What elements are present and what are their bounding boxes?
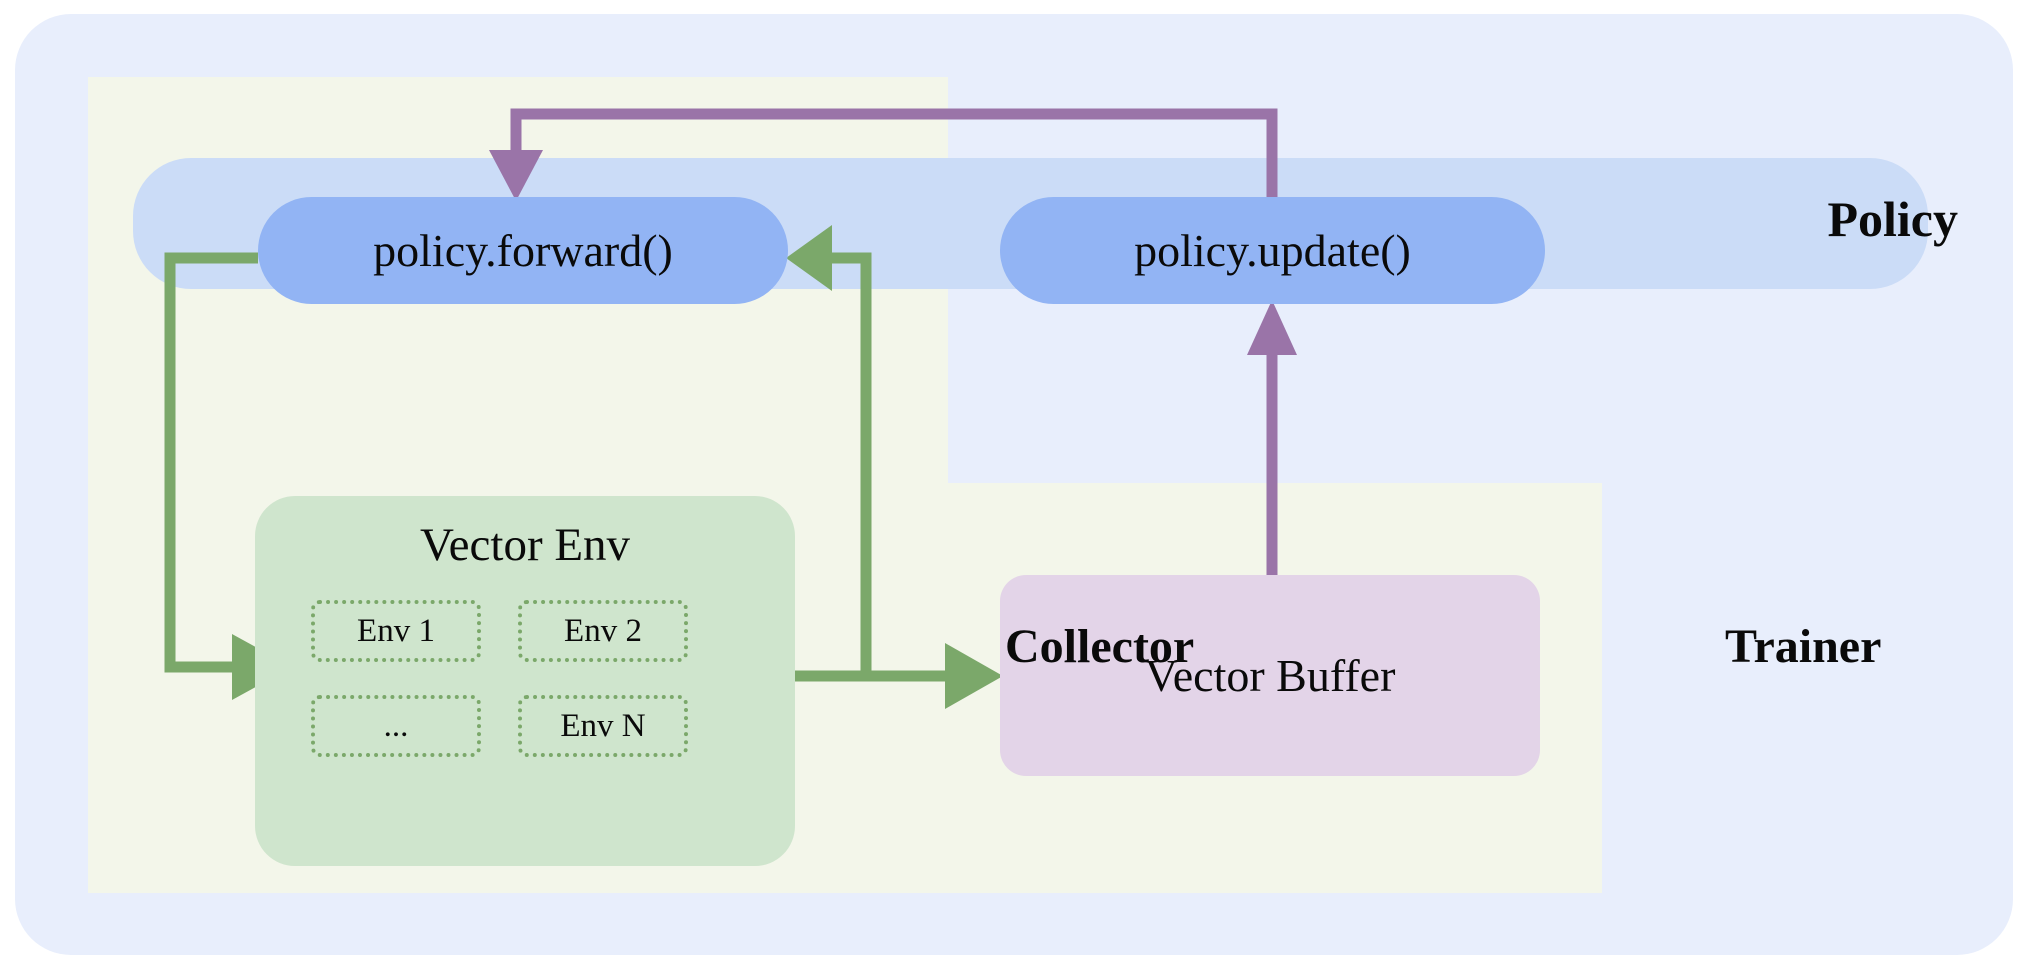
policy-container-label: Policy: [1827, 191, 1958, 247]
vector-env-node[interactable]: Vector Env Env 1 Env 2 ... Env N: [255, 496, 795, 866]
policy-update-node[interactable]: policy.update(): [1000, 197, 1545, 304]
trainer-container-label: Trainer: [1725, 620, 1882, 673]
env-grid: Env 1 Env 2 ... Env N: [311, 600, 739, 757]
vector-env-title: Vector Env: [419, 519, 631, 571]
env-cell-n[interactable]: Env N: [518, 695, 688, 757]
env-cell-ellipsis[interactable]: ...: [311, 695, 481, 757]
vector-buffer-node[interactable]: Vector Buffer: [1000, 575, 1540, 776]
collector-container-label: Collector: [1005, 620, 1195, 673]
policy-forward-node[interactable]: policy.forward(): [258, 197, 788, 304]
env-cell-2[interactable]: Env 2: [518, 600, 688, 662]
env-cell-1[interactable]: Env 1: [311, 600, 481, 662]
